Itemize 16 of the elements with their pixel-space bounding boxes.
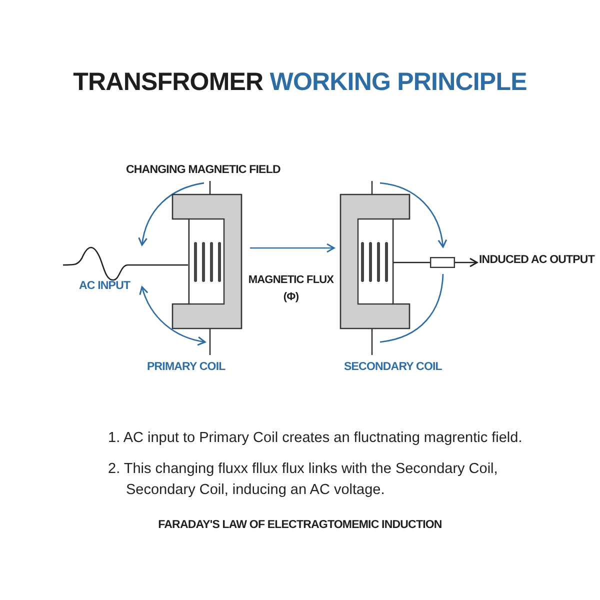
arrow <box>455 258 478 268</box>
title: TRANSFROMER WORKING PRINCIPLE <box>72 68 528 97</box>
transformer-core-drawing <box>172 194 242 329</box>
coil-label: PRIMARY COIL <box>147 361 226 373</box>
coil-label: SECONDARY COIL <box>344 361 442 373</box>
list-item: 2. This changing fluxx fllux flux links with the Secondary Coil, Secondary Coil, inducing an AC voltage. <box>108 460 499 500</box>
caption: FARADAY'S LAW OF ELECTRAGTOMEMIC INDUCTION <box>157 519 443 531</box>
wire <box>393 262 430 264</box>
resistor-symbol <box>430 257 455 268</box>
sine-wave-input <box>63 247 188 281</box>
field-label: CHANGING MAGNETIC FIELD <box>126 164 280 176</box>
output-label: INDUCED AC OUTPUT <box>479 254 594 270</box>
input-label: AC INPUT <box>79 280 130 292</box>
list-item: 1. AC input to Primary Coil creates an fluctnating magrentic field. <box>108 429 524 448</box>
transformer-core-drawing <box>340 194 410 329</box>
arrow <box>250 243 335 253</box>
